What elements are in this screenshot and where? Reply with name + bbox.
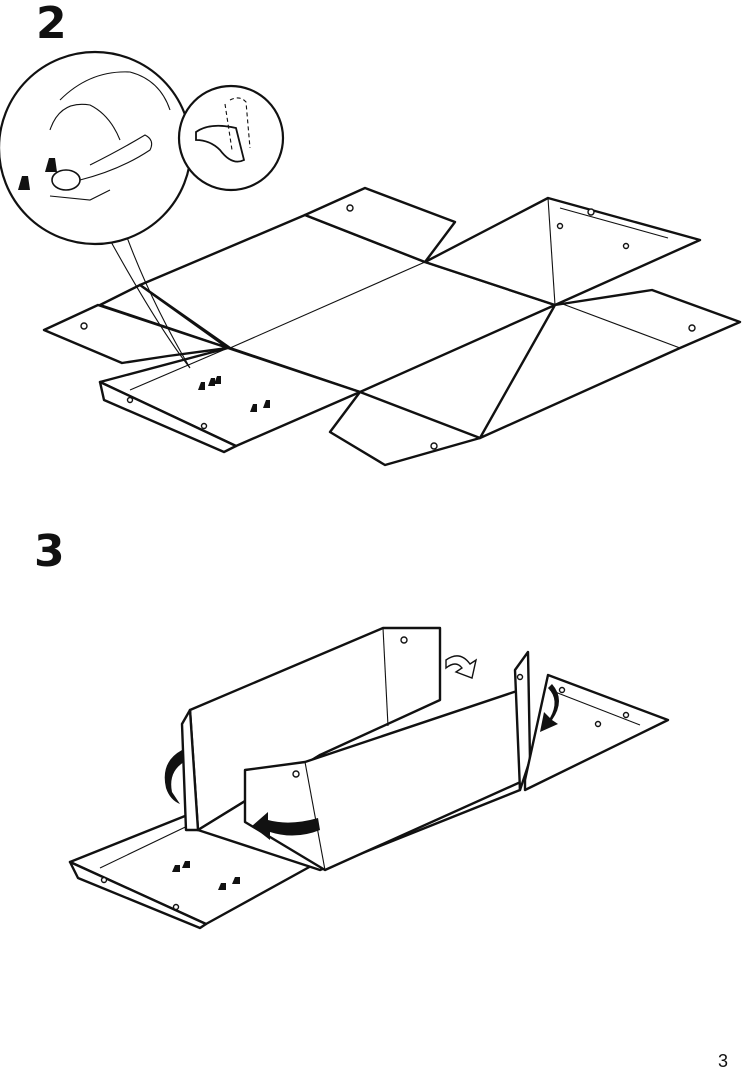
magnifier-detail-peg	[179, 86, 283, 190]
fold-arrow-left	[165, 750, 184, 804]
bottom-flap	[330, 392, 480, 465]
magnifier-detail-hand	[0, 52, 191, 244]
right-base-panel	[525, 675, 668, 790]
unfolded-box-sheet	[44, 188, 740, 465]
step-3-illustration	[0, 500, 742, 960]
fold-arrow-back-right	[446, 656, 476, 678]
step-2-illustration	[0, 0, 742, 500]
page-number: 3	[718, 1051, 728, 1072]
